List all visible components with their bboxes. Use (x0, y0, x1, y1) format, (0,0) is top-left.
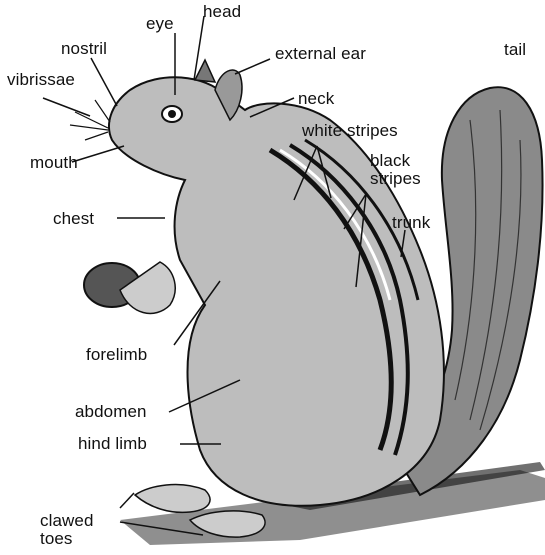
label-external-ear: external ear (275, 45, 366, 62)
label-abdomen: abdomen (75, 403, 147, 420)
label-neck: neck (298, 90, 334, 107)
label-mouth: mouth (30, 154, 78, 171)
forelimb-shape (84, 262, 175, 313)
label-trunk: trunk (392, 214, 430, 231)
label-vibrissae: vibrissae (7, 71, 75, 88)
label-chest: chest (53, 210, 94, 227)
label-eye: eye (146, 15, 174, 32)
label-black-stripes: black stripes (370, 152, 421, 189)
label-head: head (203, 3, 241, 20)
label-white-stripes: white stripes (302, 122, 398, 139)
label-forelimb: forelimb (86, 346, 147, 363)
label-clawed-toes: clawed toes (40, 512, 94, 549)
label-nostril: nostril (61, 40, 107, 57)
label-hind-limb: hind limb (78, 435, 147, 452)
label-tail: tail (504, 41, 526, 58)
